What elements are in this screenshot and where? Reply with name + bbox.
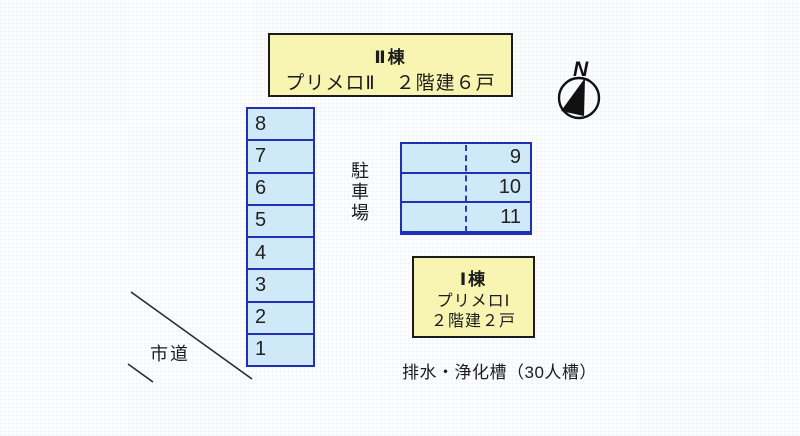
stall-number: 6 xyxy=(255,177,267,200)
north-compass-icon: N xyxy=(557,58,601,120)
stall-number: 11 xyxy=(500,205,521,228)
stall-number: 9 xyxy=(509,146,521,169)
building-1-title: Ⅰ棟 xyxy=(459,270,488,289)
stall-dashed-divider xyxy=(465,145,467,232)
road-label: 市道 xyxy=(150,344,190,364)
building-1-spec: ２階建２戸 xyxy=(430,313,516,330)
stall-number: 10 xyxy=(498,176,521,198)
parking-stall-2: 2 xyxy=(248,303,313,335)
parking-stall-8: 8 xyxy=(248,109,313,142)
parking-stall-7: 7 xyxy=(248,141,313,174)
compass-north-label: N xyxy=(573,58,589,81)
parking-stall-11: 11 xyxy=(402,203,530,234)
stall-number: 3 xyxy=(255,273,267,296)
parking-stall-6: 6 xyxy=(248,174,313,206)
parking-stall-3: 3 xyxy=(248,270,313,303)
parking-stall-5: 5 xyxy=(248,206,313,238)
stall-number: 2 xyxy=(255,306,267,329)
stall-number: 8 xyxy=(255,112,267,135)
stall-number: 5 xyxy=(255,209,267,232)
building-2-subtitle: プリメロⅡ ２階建６戸 xyxy=(285,73,496,94)
building-1-box: Ⅰ棟 プリメロⅠ ２階建２戸 xyxy=(412,256,535,338)
drainage-note: 排水・浄化槽（30人槽） xyxy=(402,363,597,382)
parking-row-stalls: 9 10 11 xyxy=(400,142,532,235)
building-2-box: Ⅱ棟 プリメロⅡ ２階建６戸 xyxy=(268,33,513,97)
road-edge-short xyxy=(127,363,154,383)
stall-number: 4 xyxy=(255,241,267,264)
parking-column-stalls: 8 7 6 5 4 3 2 1 xyxy=(246,107,315,367)
parking-area-label: 駐車場 xyxy=(349,161,369,224)
building-1-name: プリメロⅠ xyxy=(436,292,511,310)
compass-needle xyxy=(561,78,585,116)
parking-stall-4: 4 xyxy=(248,238,313,271)
compass-circle xyxy=(557,76,601,120)
stall-number: 1 xyxy=(255,338,267,361)
building-2-title: Ⅱ棟 xyxy=(374,48,407,67)
stall-number: 7 xyxy=(255,144,267,167)
parking-stall-1: 1 xyxy=(248,335,313,365)
